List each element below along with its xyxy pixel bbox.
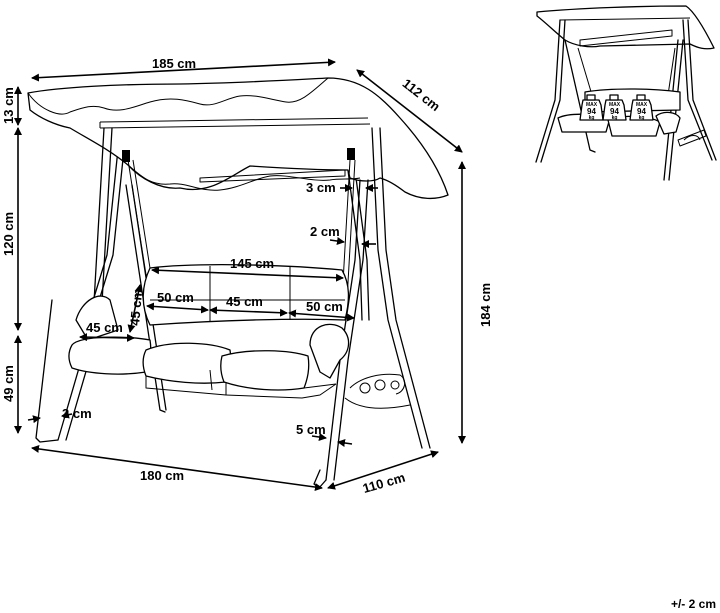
weight-unit-1: kg — [589, 115, 595, 121]
seat-cushions — [68, 336, 310, 391]
dim-canopy-height: 13 cm — [1, 87, 16, 124]
weight-badge-1: MAX 94 kg — [579, 94, 604, 121]
dim-total-height: 184 cm — [478, 283, 493, 327]
dim-seat-height: 49 cm — [1, 365, 16, 402]
weight-badge-2: MAX 94 kg — [602, 94, 627, 121]
weight-unit-2: kg — [612, 115, 618, 121]
dim-base-width: 180 cm — [140, 468, 184, 483]
weight-value-1: 94 — [587, 107, 596, 116]
dim-cushion-left: 50 cm — [157, 290, 194, 305]
dimension-arrows — [14, 58, 466, 492]
weight-max-3: MAX — [636, 102, 648, 108]
dim-seat-depth: 45 cm — [86, 320, 123, 335]
weight-unit-3: kg — [639, 115, 645, 121]
dim-pole-mid: 2 cm — [310, 224, 340, 239]
dim-canopy-width: 185 cm — [152, 56, 196, 71]
weight-value-2: 94 — [610, 107, 619, 116]
dim-base-depth: 110 cm — [361, 470, 407, 496]
dim-backrest-height: 45 cm — [127, 288, 145, 326]
dim-pole-top: 3 cm — [306, 180, 336, 195]
side-ornament — [344, 373, 411, 409]
dim-leg-left: 3 cm — [62, 406, 92, 421]
dim-seat-width: 145 cm — [230, 256, 274, 271]
weight-badge-3: MAX 94 kg — [629, 94, 654, 121]
armrests — [75, 295, 350, 379]
dim-leg-right: 5 cm — [296, 422, 326, 437]
tolerance-note: +/- 2 cm — [670, 597, 716, 611]
dimension-labels: 185 cm 112 cm 13 cm 120 cm 49 cm 184 cm … — [1, 56, 493, 496]
weight-value-3: 94 — [637, 107, 646, 116]
dim-frame-upper: 120 cm — [1, 212, 16, 256]
dim-cushion-right: 50 cm — [306, 299, 343, 314]
weight-max-2: MAX — [609, 102, 621, 108]
dim-cushion-middle: 45 cm — [226, 294, 263, 309]
seat-base — [145, 369, 337, 399]
weight-max-1: MAX — [586, 102, 598, 108]
swing-main-drawing — [27, 77, 449, 489]
canopy — [27, 77, 449, 200]
swing-thumbnail — [535, 5, 717, 181]
weight-badges: MAX 94 kg MAX 94 kg MAX 94 kg — [579, 94, 654, 121]
